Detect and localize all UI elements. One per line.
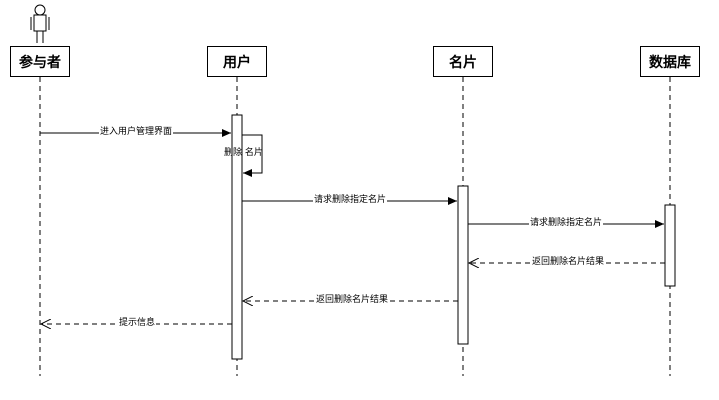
card-activation-bar: [457, 185, 469, 345]
participant-card: 名片: [433, 46, 493, 77]
message-label-4: 请求删除指定名片: [529, 218, 604, 229]
message-label-5: 返回删除名片结果: [531, 257, 606, 268]
self-message-arrow: [242, 134, 263, 177]
message-label-6: 返回删除名片结果: [315, 295, 390, 306]
participant-user: 用户: [207, 46, 267, 77]
participant-actor: 参与者: [10, 46, 70, 77]
message-label-7: 提示信息: [118, 318, 157, 329]
message-label-3: 请求删除指定名片: [313, 195, 388, 206]
message-label-2: 删除 名片: [224, 148, 263, 158]
message-label-1: 进入用户管理界面: [99, 127, 174, 138]
user-activation-bar: [231, 114, 243, 360]
db-activation-bar: [664, 204, 676, 287]
actor-stick-figure-icon: [30, 4, 50, 43]
participant-db: 数据库: [640, 46, 700, 77]
